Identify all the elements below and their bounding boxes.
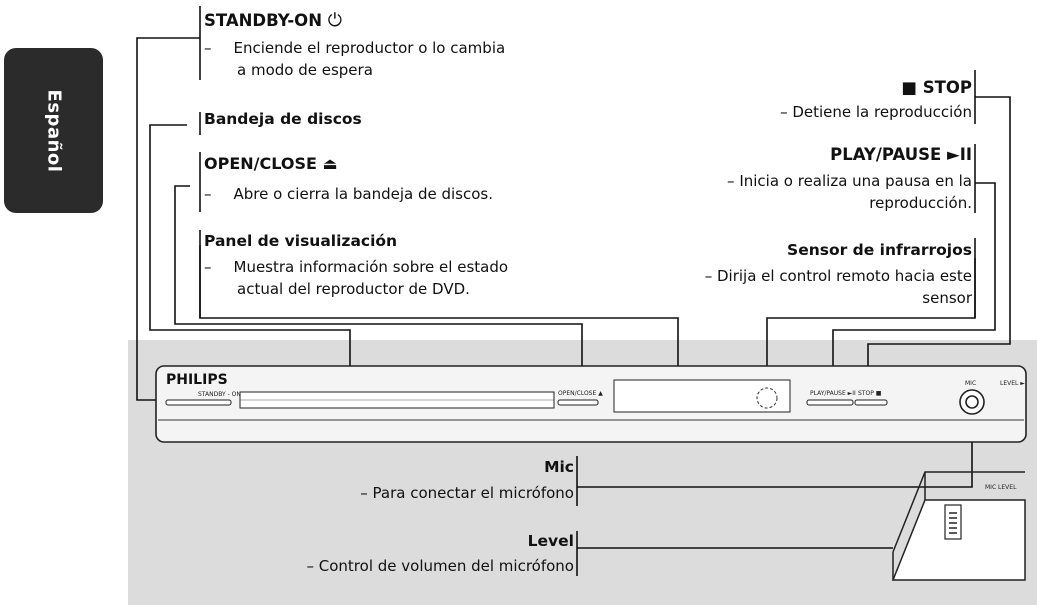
play-pause-panel-label: PLAY/PAUSE ►II — [810, 390, 856, 397]
mic-description: – Para conectar el micrófono — [360, 484, 574, 502]
tray-title: Bandeja de discos — [204, 110, 362, 128]
standby-title: STANDBY-ON ⏻ — [204, 10, 343, 31]
standby-panel-label: STANDBY - ON — [198, 391, 241, 398]
play-pause-icon: ►II — [947, 145, 972, 164]
mic-title: Mic — [544, 458, 574, 476]
level-title: Level — [527, 532, 574, 550]
stop-description: – Detiene la reproducción — [780, 103, 972, 121]
power-icon: ⏻ — [327, 10, 343, 31]
level-description: – Control de volumen del micrófono — [306, 557, 575, 575]
ir-sensor-title: Sensor de infrarrojos — [787, 241, 972, 259]
stop-panel-label: STOP ■ — [858, 390, 882, 397]
eject-icon: ⏏ — [322, 154, 338, 173]
level-panel-label: LEVEL ► — [1000, 380, 1025, 387]
stop-title: ■ STOP — [901, 78, 972, 97]
open-close-title: OPEN/CLOSE ⏏ — [204, 154, 338, 173]
open-close-description: –Abre o cierra la bandeja de discos. — [204, 185, 493, 203]
language-tab: Español — [4, 48, 103, 213]
open-close-panel-label: OPEN/CLOSE ▲ — [558, 390, 603, 397]
mic-level-panel-label: MIC LEVEL — [985, 484, 1017, 491]
stop-icon: ■ — [901, 78, 917, 97]
display-title: Panel de visualización — [204, 232, 398, 250]
standby-description: –Enciende el reproductor o lo cambia a m… — [204, 39, 506, 79]
play-pause-title: PLAY/PAUSE ►II — [830, 145, 972, 164]
mic-panel-label: MIC — [965, 380, 977, 387]
brand-logo: PHILIPS — [166, 372, 228, 388]
display-description: –Muestra información sobre el estado act… — [204, 258, 509, 298]
